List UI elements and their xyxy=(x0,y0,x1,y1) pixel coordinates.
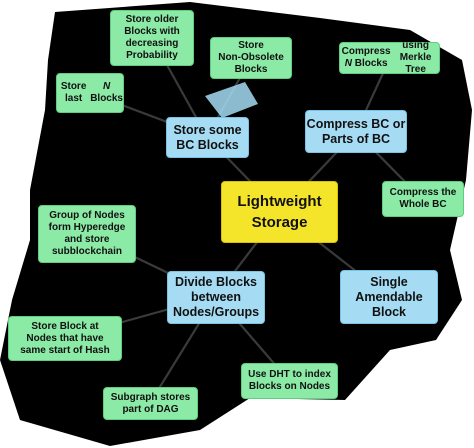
leaf-store-last-suffix: Blocks xyxy=(90,93,123,104)
leaf-compress-n-prefix: Compress xyxy=(341,46,391,57)
leaf-store-last-line2: N Blocks xyxy=(90,81,123,105)
branch-single-amendable-block: Single Amendable Block xyxy=(340,270,438,324)
leaf-store-non-obsolete-blocks: Store Non-Obsolete Blocks xyxy=(210,37,292,79)
leaf-compress-n-mid: Blocks xyxy=(351,58,388,69)
leaf-compress-n-line2: using Merkle Tree xyxy=(399,40,432,75)
leaf-store-last-n: N xyxy=(102,81,111,92)
leaf-store-older-blocks: Store older Blocks with decreasing Proba… xyxy=(110,10,194,66)
leaf-compress-n-blocks-merkle: Compress N Blocks using Merkle Tree xyxy=(339,40,440,75)
branch-divide-blocks: Divide Blocks between Nodes/Groups xyxy=(167,271,265,324)
leaf-group-hyperedge: Group of Nodes form Hyperedge and store … xyxy=(38,205,136,263)
leaf-compress-n-n: N xyxy=(344,58,352,69)
leaf-store-last-n-blocks: Store last N Blocks xyxy=(56,73,124,113)
leaf-store-block-hash: Store Block at Nodes that have same star… xyxy=(8,316,122,361)
center-node-lightweight-storage: Lightweight Storage xyxy=(221,181,338,243)
leaf-compress-n-line1: Compress N Blocks xyxy=(340,46,392,70)
leaf-compress-whole-bc: Compress the Whole BC xyxy=(382,181,464,217)
leaf-subgraph-dag: Subgraph stores part of DAG xyxy=(103,387,198,420)
link-highlight-marker xyxy=(205,82,258,118)
branch-store-some-bc-blocks: Store some BC Blocks xyxy=(166,117,249,158)
branch-compress-bc: Compress BC or Parts of BC xyxy=(305,110,407,153)
leaf-use-dht: Use DHT to index Blocks on Nodes xyxy=(241,363,338,399)
leaf-store-last-text: Store last xyxy=(60,81,87,104)
